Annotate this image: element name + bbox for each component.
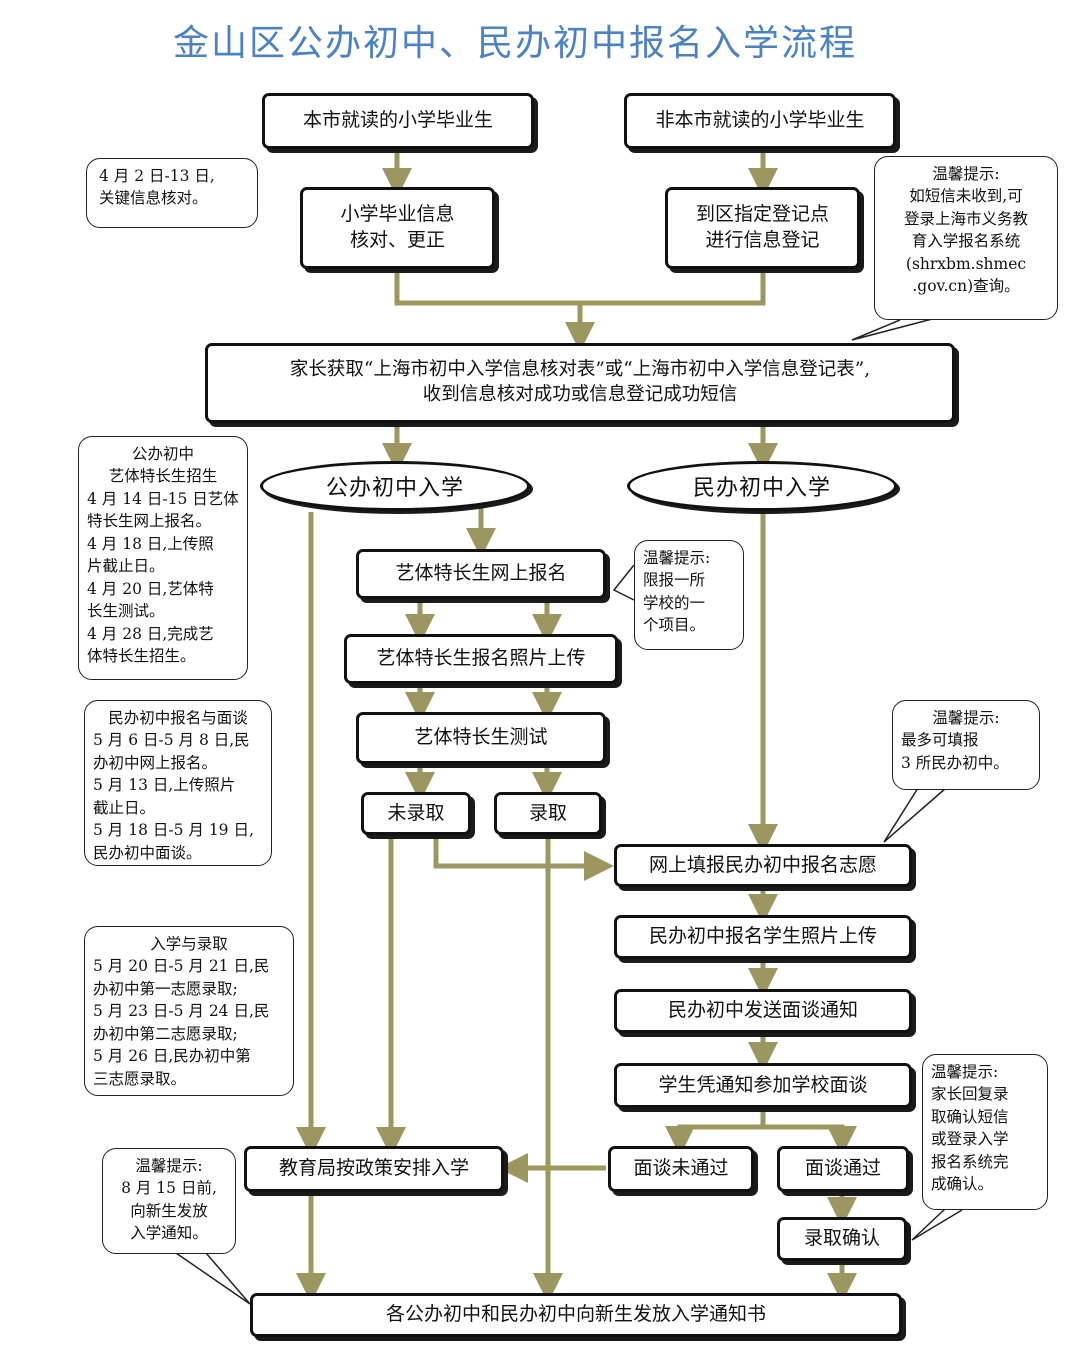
node-private-photo: 民办初中报名学生照片上传 xyxy=(614,915,912,959)
node-final-notice: 各公办初中和民办初中向新生发放入学通知书 xyxy=(250,1293,902,1337)
note-admission-schedule: 入学与录取 5 月 20 日-5 月 21 日,民 办初中第一志愿录取; 5 月… xyxy=(84,926,294,1096)
register-line-1: 到区指定登记点 xyxy=(695,203,829,226)
verify-line-2: 核对、更正 xyxy=(349,229,445,251)
node-art-test: 艺体特长生测试 xyxy=(356,712,606,764)
node-interview-pass: 面谈通过 xyxy=(777,1146,909,1192)
node-art-signup: 艺体特长生网上报名 xyxy=(356,549,606,599)
register-line-2: 进行信息登记 xyxy=(705,229,820,251)
node-nonlocal-graduate: 非本市就读的小学毕业生 xyxy=(624,93,896,149)
node-attend-interview: 学生凭通知参加学校面谈 xyxy=(614,1063,912,1108)
parent-receive-line-1: 家长获取“上海市初中入学信息核对表”或“上海市初中入学信息登记表”, xyxy=(289,359,871,381)
node-admission-confirm: 录取确认 xyxy=(777,1217,907,1261)
node-verify-info: 小学毕业信息 核对、更正 xyxy=(300,187,495,269)
parent-receive-line-2: 收到信息核对成功或信息登记成功短信 xyxy=(422,384,738,405)
node-not-admitted: 未录取 xyxy=(361,792,471,835)
note-notice-tip: 温馨提示: 8 月 15 日前, 向新生发放 入学通知。 xyxy=(102,1148,236,1254)
node-online-apply: 网上填报民办初中报名志愿 xyxy=(614,844,912,887)
verify-line-1: 小学毕业信息 xyxy=(340,203,455,226)
node-local-graduate: 本市就读的小学毕业生 xyxy=(262,93,534,149)
node-interview-fail: 面谈未通过 xyxy=(608,1146,754,1192)
note-sms-tip: 温馨提示: 如短信未收到,可 登录上海市义务教 育入学报名系统 (shrxbm.… xyxy=(874,156,1058,320)
node-admitted: 录取 xyxy=(494,792,602,835)
node-public-entry: 公办初中入学 xyxy=(260,461,530,511)
note-three-school-tip: 温馨提示: 最多可填报 3 所民办初中。 xyxy=(892,700,1040,790)
note-private-schedule: 民办初中报名与面谈 5 月 6 日-5 月 8 日,民 办初中网上报名。 5 月… xyxy=(84,700,272,866)
note-one-school-tip: 温馨提示: 限报一所 学校的一 个项目。 xyxy=(634,540,744,650)
node-register-info: 到区指定登记点 进行信息登记 xyxy=(665,187,860,269)
note-confirm-tip: 温馨提示: 家长回复录 取确认短信 或登录入学 报名系统完 成确认。 xyxy=(922,1054,1048,1210)
node-parent-receive: 家长获取“上海市初中入学信息核对表”或“上海市初中入学信息登记表”, 收到信息核… xyxy=(205,343,955,423)
node-interview-notice: 民办初中发送面谈通知 xyxy=(614,989,912,1033)
page-title: 金山区公办初中、民办初中报名入学流程 xyxy=(172,23,857,64)
node-private-entry: 民办初中入学 xyxy=(627,461,897,511)
note-april-check: 4 月 2 日-13 日, 关键信息核对。 xyxy=(86,158,258,228)
node-edu-bureau: 教育局按政策安排入学 xyxy=(244,1146,504,1192)
node-art-photo: 艺体特长生报名照片上传 xyxy=(344,634,618,684)
note-art-schedule: 公办初中 艺体特长生招生 4 月 14 日-15 日艺体 特长生网上报名。 4 … xyxy=(78,436,248,680)
